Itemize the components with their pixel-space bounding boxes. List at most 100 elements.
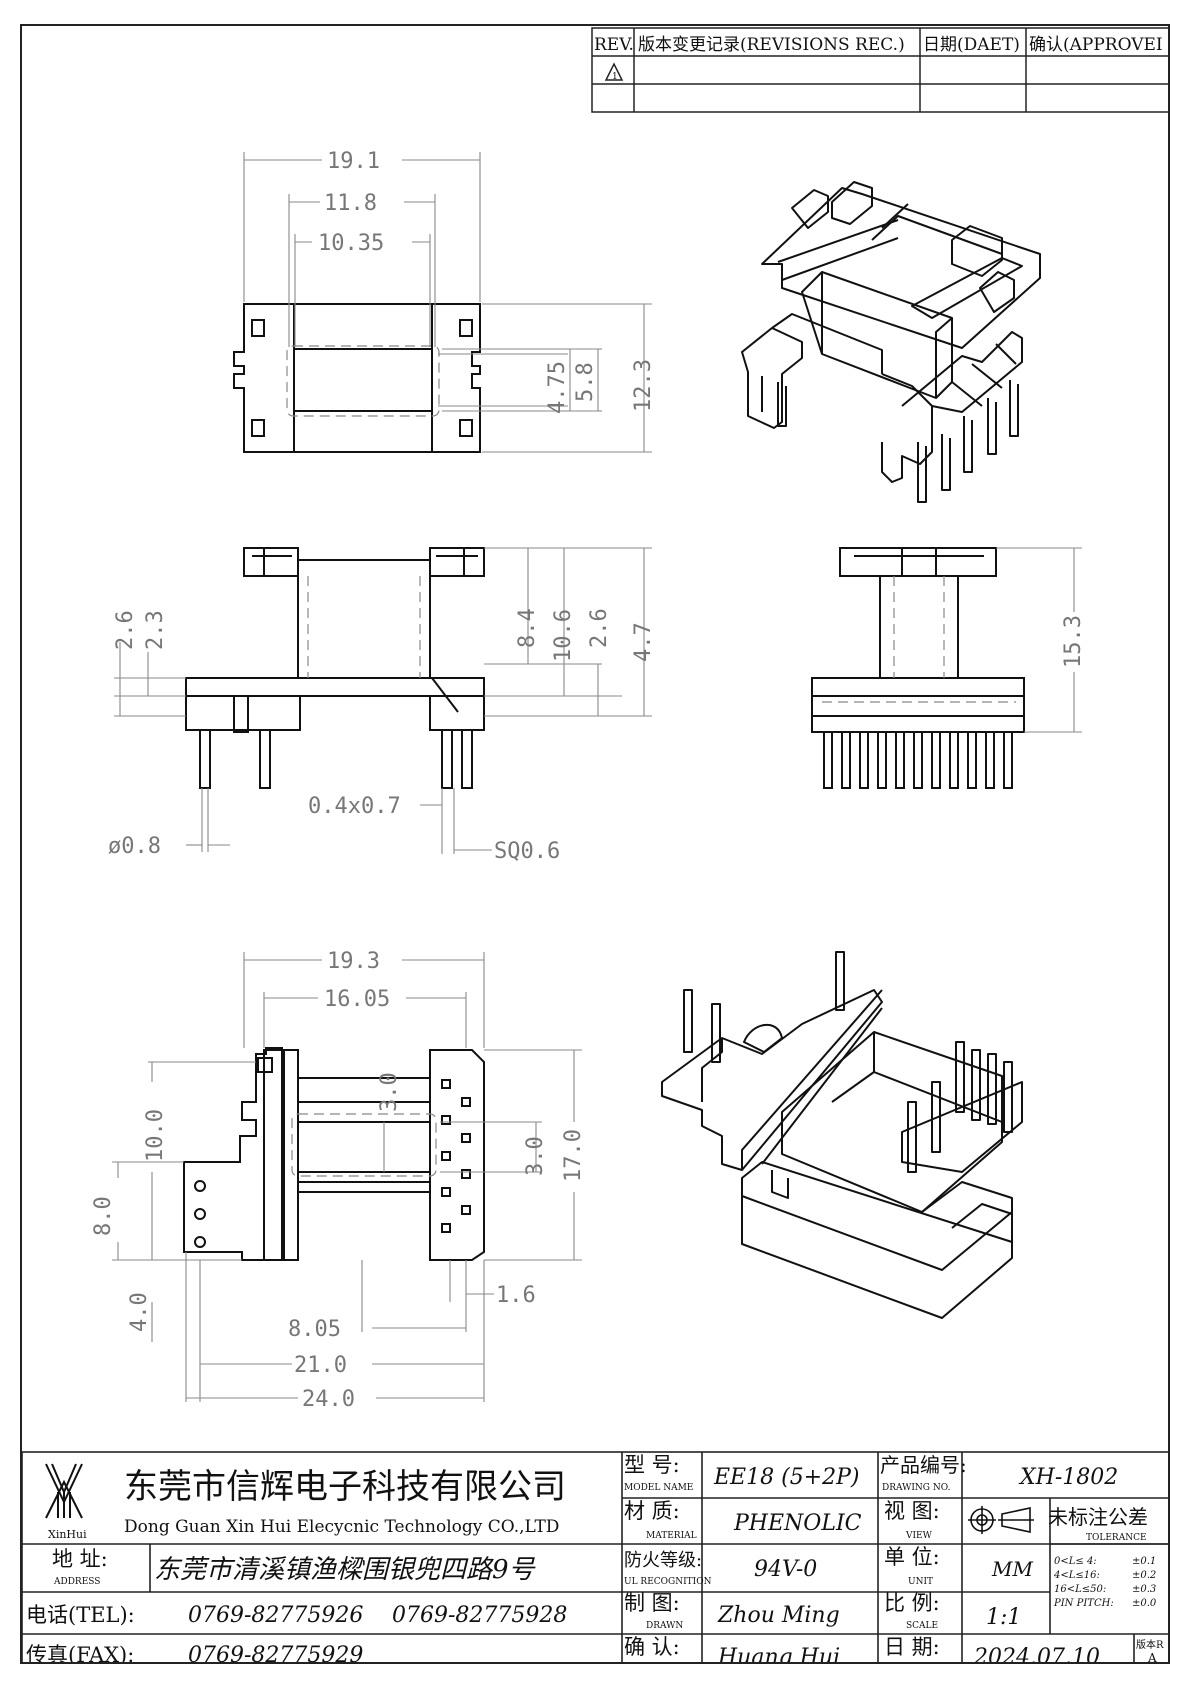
unit-value: MM	[991, 1557, 1033, 1581]
dim-19-1: 19.1	[327, 149, 380, 174]
company-logo	[45, 1463, 83, 1519]
fire-rating-value: 94V-0	[754, 1557, 817, 1582]
bottom-view	[183, 1047, 485, 1261]
tolerance-label-en: TOLERANCE	[1086, 1533, 1147, 1543]
drawn-label: 制 图:	[624, 1591, 680, 1615]
technical-drawing: 1 REV. 版本变更记录(REVISIONS REC.) 日期(DAET) 确…	[22, 27, 1168, 1664]
title-block-grid	[22, 1451, 1168, 1662]
tolerance-value-3: ±0.3	[1132, 1584, 1156, 1595]
unit-label-en: UNIT	[908, 1577, 933, 1587]
approve-header: 确认(APPROVEI	[1029, 35, 1163, 55]
dim-4-7: 4.7	[631, 622, 656, 662]
dim-2-6-left: 2.6	[113, 610, 138, 650]
dim-16-05: 16.05	[324, 987, 390, 1012]
company-name-en: Dong Guan Xin Hui Elecycnic Technology C…	[124, 1517, 559, 1537]
isometric-view-top	[741, 181, 1041, 503]
dim-24-0: 24.0	[302, 1387, 355, 1412]
projection-symbol-icon	[968, 1506, 1034, 1534]
isometric-view-bottom	[661, 951, 1023, 1319]
fire-rating-label-en: UL RECOGNITION	[624, 1577, 712, 1587]
dim-3-0-core: 3.0	[377, 1072, 402, 1112]
tolerance-value-pin: ±0.0	[1132, 1598, 1157, 1609]
unit-label: 单 位:	[884, 1545, 940, 1569]
model-value: EE18 (5+2P)	[713, 1465, 860, 1490]
side-view-hidden-lines	[822, 576, 1016, 703]
dim-8-05: 8.05	[288, 1317, 341, 1342]
tolerance-range-3: 16<L≤50:	[1054, 1584, 1106, 1595]
tel-value-2: 0769-82775928	[392, 1603, 567, 1628]
checked-label: 确 认:	[624, 1635, 680, 1659]
date-header: 日期(DAET)	[923, 35, 1020, 55]
drawn-value: Zhou Ming	[717, 1603, 840, 1628]
tolerance-value-1: ±0.1	[1132, 1556, 1156, 1567]
version-label: 版本R	[1136, 1638, 1164, 1651]
address-value: 东莞市清溪镇渔樑围银兜四路9号	[154, 1555, 537, 1585]
tolerance-range-pin: PIN PITCH:	[1053, 1598, 1114, 1609]
date-value: 2024.07.10	[973, 1645, 1100, 1664]
dim-8-4: 8.4	[515, 608, 540, 648]
dim-19-3: 19.3	[327, 949, 380, 974]
dim-1-6: 1.6	[496, 1283, 536, 1308]
side-view	[811, 547, 1025, 733]
tel-value-1: 0769-82775926	[188, 1603, 363, 1628]
dim-pin-diameter: ø0.8	[108, 834, 161, 859]
dim-21-0: 21.0	[294, 1353, 347, 1378]
dim-2-6-right: 2.6	[587, 608, 612, 648]
material-label-en: MATERIAL	[646, 1531, 697, 1541]
dim-12-3: 12.3	[631, 359, 656, 412]
product-no-label-en: DRAWING NO.	[882, 1483, 951, 1493]
fax-value: 0769-82775929	[188, 1643, 363, 1664]
dim-5-8: 5.8	[573, 362, 598, 402]
front-view	[185, 547, 485, 789]
version-value: A	[1147, 1651, 1157, 1664]
drawing-sheet: 1 REV. 版本变更记录(REVISIONS REC.) 日期(DAET) 确…	[20, 24, 1170, 1664]
view-label-en: VIEW	[905, 1531, 933, 1541]
scale-label-en: SCALE	[906, 1621, 938, 1631]
material-label: 材 质:	[624, 1499, 680, 1523]
drawn-label-en: DRAWN	[646, 1621, 683, 1631]
side-view-dimension-lines	[996, 547, 1082, 733]
scale-value: 1:1	[986, 1605, 1021, 1630]
revision-triangle-label: 1	[612, 72, 618, 82]
company-name-cn: 东莞市信辉电子科技有限公司	[124, 1467, 566, 1507]
revisions-header: 版本变更记录(REVISIONS REC.)	[638, 35, 905, 55]
tolerance-value-2: ±0.2	[1132, 1570, 1156, 1581]
dim-4-0: 4.0	[127, 1292, 152, 1332]
dim-10-0: 10.0	[143, 1109, 168, 1162]
date-label: 日 期:	[884, 1635, 940, 1659]
bottom-view-hidden-core	[291, 1113, 437, 1177]
svg-text:1: 1	[612, 72, 618, 82]
rev-header: REV.	[594, 35, 634, 55]
logo-text: XinHui	[48, 1528, 87, 1541]
material-value: PHENOLIC	[733, 1511, 862, 1536]
dim-2-3-left: 2.3	[143, 610, 168, 650]
top-view	[233, 303, 481, 453]
checked-value: Huang Hui	[717, 1645, 840, 1664]
front-view-hidden-lines	[307, 576, 421, 678]
address-label-en: ADDRESS	[53, 1577, 100, 1587]
dim-0-4x0-7: 0.4x0.7	[308, 794, 401, 819]
product-no-label: 产品编号:	[880, 1453, 967, 1477]
top-view-hidden-core	[286, 345, 440, 417]
dim-10-35: 10.35	[318, 231, 384, 256]
side-view-pins	[823, 731, 1013, 789]
tolerance-range-2: 4<L≤16:	[1053, 1570, 1100, 1581]
scale-label: 比 例:	[884, 1591, 940, 1615]
model-label: 型 号:	[624, 1453, 680, 1477]
dim-11-8: 11.8	[324, 191, 377, 216]
product-no-value: XH-1802	[1018, 1465, 1118, 1490]
fire-rating-label: 防火等级:	[624, 1550, 702, 1571]
dim-sq0-6: SQ0.6	[494, 839, 560, 864]
revision-table	[591, 27, 1168, 113]
tolerance-label: 未标注公差	[1048, 1505, 1148, 1529]
address-label: 地 址:	[52, 1547, 108, 1571]
dim-3-0-right: 3.0	[523, 1136, 548, 1176]
model-label-en: MODEL NAME	[624, 1483, 693, 1493]
fax-label: 传真(FAX):	[26, 1643, 134, 1664]
dim-8-0: 8.0	[91, 1196, 116, 1236]
view-label: 视 图:	[884, 1499, 940, 1523]
tolerance-range-1: 0<L≤ 4:	[1054, 1556, 1097, 1567]
front-view-dimension-lines	[114, 547, 652, 854]
dim-10-6: 10.6	[551, 609, 576, 662]
top-view-dimension-lines	[243, 152, 652, 453]
